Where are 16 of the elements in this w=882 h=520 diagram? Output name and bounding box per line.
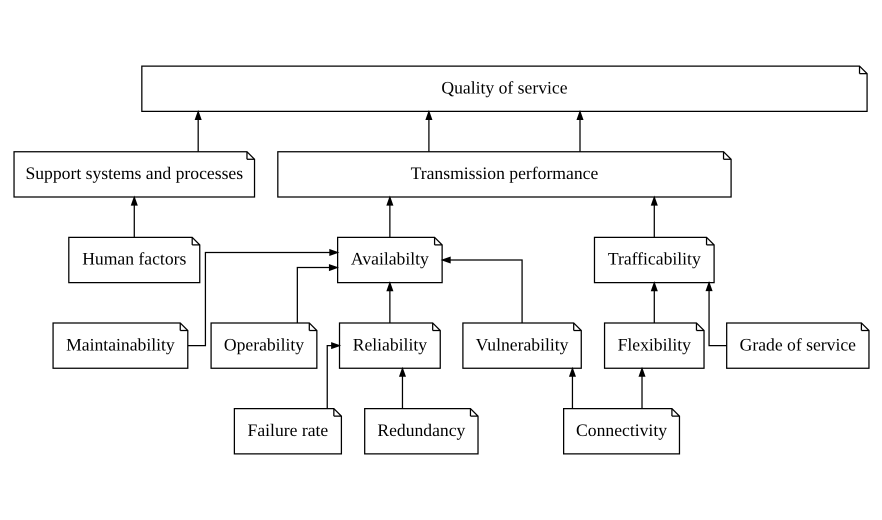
arrow [705,281,726,346]
arrow [638,366,646,408]
arrow [440,256,522,323]
arrow [296,264,339,323]
arrow [187,248,339,346]
arrow [326,342,341,408]
arrow [398,366,406,408]
arrow [650,281,658,323]
arrow [650,195,658,238]
arrow [576,110,584,152]
arrow [386,195,393,238]
arrow [386,281,393,323]
arrow [194,110,202,152]
arrow [130,195,138,238]
arrow [424,110,432,152]
arrow [568,366,576,408]
